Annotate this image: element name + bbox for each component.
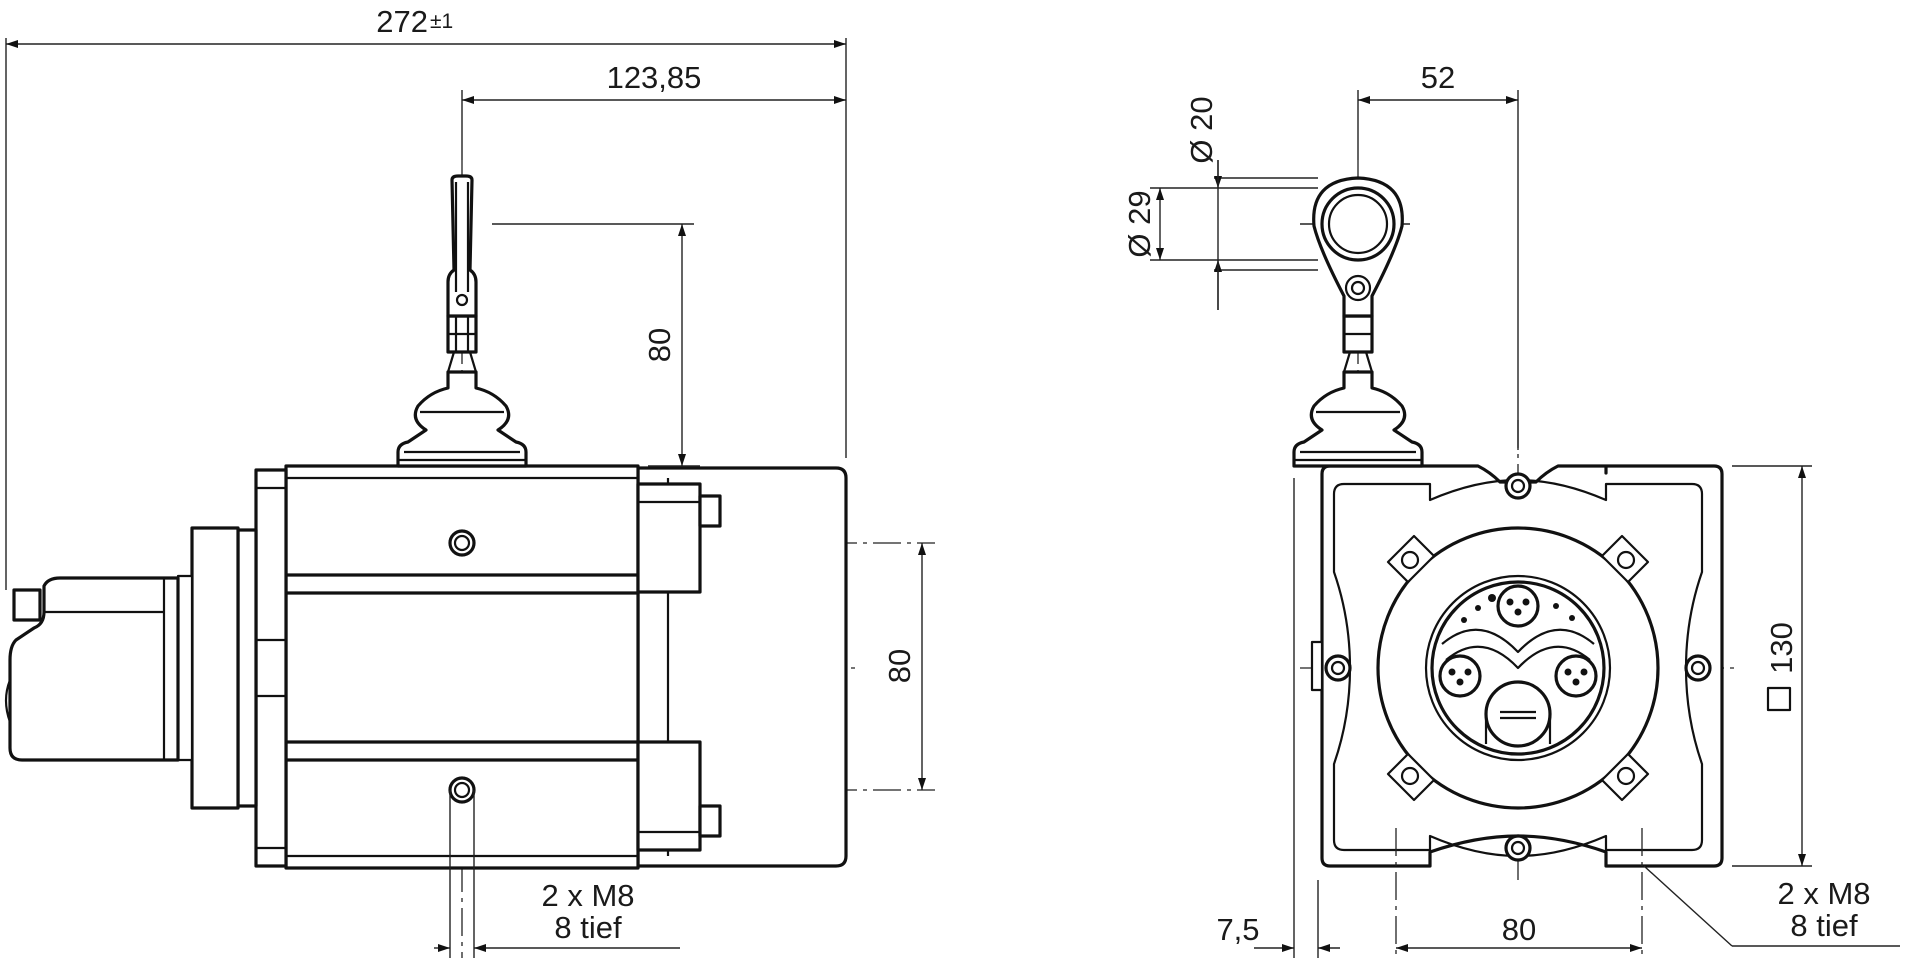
- drum-housing: [284, 464, 848, 870]
- label-thread-front-1: 2 x M8: [1777, 876, 1870, 911]
- label-thread-side-1: 2 x M8: [541, 878, 634, 913]
- corner-screw-tl: [1386, 534, 1436, 584]
- screw-top: [1504, 472, 1532, 500]
- label-cable-height: 80: [642, 328, 677, 362]
- label-eye-offset: 52: [1421, 60, 1455, 95]
- side-view: 272 ±1 123,85 80 80 2 x M8 8 tief: [4, 4, 935, 958]
- dim-hole-spacing-side: 80: [882, 543, 926, 790]
- encoder-flange: [176, 526, 240, 810]
- dim-eye-diameters: Ø 20 Ø 29: [1122, 96, 1318, 310]
- screw-left: [1324, 654, 1352, 682]
- dim-eye-offset: 52: [1357, 60, 1519, 450]
- cable-outlet-front: [1292, 314, 1424, 468]
- corner-screw-br: [1600, 752, 1650, 802]
- label-thread-side-2: 8 tief: [554, 910, 622, 945]
- label-hole-spacing-front: 80: [1502, 912, 1536, 947]
- label-axis-to-back: 123,85: [607, 60, 702, 95]
- square-symbol-icon: [1766, 686, 1792, 712]
- corner-screw-tr: [1600, 534, 1650, 584]
- label-hole-spacing-side: 80: [882, 649, 917, 683]
- label-overall-tolerance: ±1: [430, 10, 453, 33]
- upper-m8-hole: [448, 529, 476, 557]
- label-thread-front-2: 8 tief: [1790, 908, 1858, 943]
- encoder: [4, 576, 180, 762]
- front-plate: [236, 468, 288, 868]
- dim-overall-length: 272 ±1: [5, 4, 847, 590]
- label-eye-outer-diameter: Ø 29: [1122, 190, 1157, 257]
- cable-cap: [1484, 680, 1552, 748]
- screw-right: [1684, 654, 1712, 682]
- screw-bottom: [1504, 834, 1532, 862]
- dim-axis-to-back: 123,85: [461, 60, 846, 160]
- dim-edge-offset: 7,5: [1216, 478, 1340, 958]
- dim-square-size: 130: [1732, 465, 1812, 867]
- thread-note-side: 2 x M8 8 tief: [434, 878, 680, 952]
- connector-left: [1438, 654, 1482, 698]
- corner-screw-bl: [1386, 752, 1436, 802]
- label-overall-length: 272: [376, 4, 428, 39]
- front-view: Ø 20 Ø 29 52 130 7,5: [1122, 60, 1900, 958]
- cable-eye-front: [1312, 176, 1404, 318]
- connector-top: [1496, 584, 1540, 628]
- label-edge-offset: 7,5: [1216, 912, 1259, 947]
- cable-eye-side: [446, 174, 478, 318]
- dim-hole-spacing-front: 80: [1395, 828, 1643, 958]
- label-eye-inner-diameter: Ø 20: [1184, 96, 1219, 163]
- thread-note-front: 2 x M8 8 tief: [1643, 865, 1900, 947]
- lower-m8-hole: [448, 776, 476, 804]
- label-square-size: 130: [1764, 622, 1799, 674]
- connector-right: [1554, 654, 1598, 698]
- dim-cable-height: 80: [492, 223, 700, 467]
- cable-outlet: [396, 314, 528, 468]
